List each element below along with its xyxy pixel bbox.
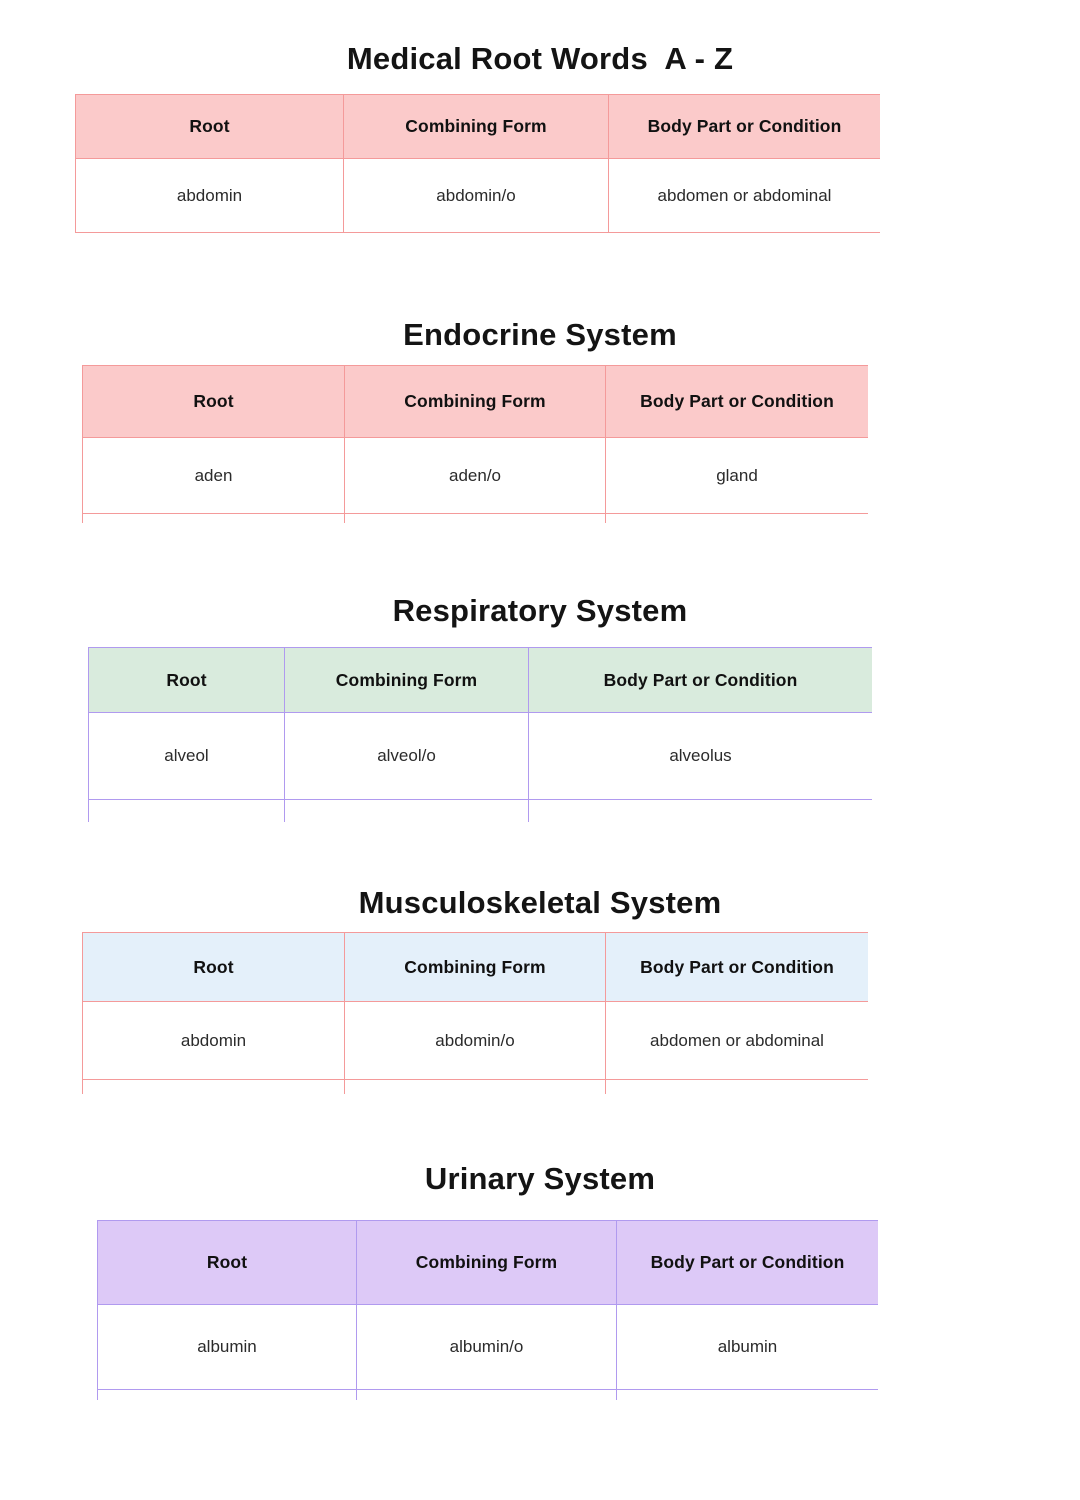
table-row-partial: [82, 513, 868, 523]
cell-root-partial: [82, 513, 345, 523]
table-clip-medical-root-words: Root Combining Form Body Part or Conditi…: [75, 94, 880, 274]
column-header-body-part: Body Part or Condition: [616, 1220, 878, 1305]
column-header-root: Root: [82, 932, 345, 1002]
table-row-partial: [88, 799, 872, 822]
cell-body-part: gland: [605, 437, 868, 514]
cell-combining-form-partial: [344, 513, 606, 523]
column-header-root: Root: [82, 365, 345, 438]
section-musculoskeletal-system: Musculoskeletal System Root Combining Fo…: [0, 885, 1080, 1094]
table-urinary-system: Root Combining Form Body Part or Conditi…: [97, 1220, 878, 1400]
cell-root-partial: [97, 1389, 357, 1400]
column-header-combining-form: Combining Form: [356, 1220, 617, 1305]
cell-root: aden: [82, 437, 345, 514]
column-header-body-part: Body Part or Condition: [608, 94, 880, 159]
cell-combining-form-partial: [284, 799, 529, 822]
cell-body-part: albumin: [616, 1304, 878, 1390]
column-header-body-part: Body Part or Condition: [528, 647, 872, 713]
table-endocrine-system: Root Combining Form Body Part or Conditi…: [82, 365, 868, 523]
cell-combining-form: alveol/o: [284, 712, 529, 800]
section-endocrine-system: Endocrine System Root Combining Form Bod…: [0, 317, 1080, 523]
table-row-partial: [82, 1079, 868, 1094]
cell-body-part-partial: [605, 513, 868, 523]
section-medical-root-words: Medical Root Words A - Z Root Combining …: [0, 41, 1080, 233]
section-respiratory-system: Respiratory System Root Combining Form B…: [0, 593, 1080, 822]
table-clip-urinary-system: Root Combining Form Body Part or Conditi…: [97, 1220, 878, 1400]
table-musculoskeletal-system: Root Combining Form Body Part or Conditi…: [82, 932, 868, 1094]
section-title-urinary: Urinary System: [424, 1161, 656, 1196]
table-row-partial: [97, 1389, 878, 1400]
column-header-combining-form: Combining Form: [284, 647, 529, 713]
cell-root-partial: [88, 799, 285, 822]
cell-body-part: alveolus: [528, 712, 872, 800]
table-header-row: Root Combining Form Body Part or Conditi…: [82, 932, 868, 1002]
section-title-musculoskeletal: Musculoskeletal System: [358, 885, 722, 920]
column-header-combining-form: Combining Form: [344, 932, 606, 1002]
table-clip-musculoskeletal-system: Root Combining Form Body Part or Conditi…: [82, 932, 868, 1094]
cell-body-part: abdomen or abdominal: [605, 1001, 868, 1080]
table-row: aden aden/o gland: [82, 437, 868, 514]
cell-body-part: abdomen or abdominal: [608, 158, 880, 233]
column-header-root: Root: [88, 647, 285, 713]
cell-body-part-partial: [528, 799, 872, 822]
cell-body-part-partial: [605, 1079, 868, 1094]
table-row: abdomin abdomin/o abdomen or abdominal: [82, 1001, 868, 1080]
table-clip-respiratory-system: Root Combining Form Body Part or Conditi…: [88, 647, 872, 822]
cell-combining-form: abdomin/o: [343, 158, 609, 233]
table-header-row: Root Combining Form Body Part or Conditi…: [82, 365, 868, 438]
cell-combining-form-partial: [356, 1389, 617, 1400]
cell-combining-form: aden/o: [344, 437, 606, 514]
column-header-root: Root: [75, 94, 344, 159]
column-header-combining-form: Combining Form: [344, 365, 606, 438]
table-clip-endocrine-system: Root Combining Form Body Part or Conditi…: [82, 365, 868, 523]
cell-root-partial: [82, 1079, 345, 1094]
column-header-combining-form: Combining Form: [343, 94, 609, 159]
page-title: Medical Root Words A - Z: [346, 41, 734, 76]
table-medical-root-words: Root Combining Form Body Part or Conditi…: [75, 94, 880, 233]
cell-combining-form: abdomin/o: [344, 1001, 606, 1080]
table-row: albumin albumin/o albumin: [97, 1304, 878, 1390]
column-header-body-part: Body Part or Condition: [605, 932, 868, 1002]
section-urinary-system: Urinary System Root Combining Form Body …: [0, 1161, 1080, 1400]
table-header-row: Root Combining Form Body Part or Conditi…: [75, 94, 880, 159]
table-header-row: Root Combining Form Body Part or Conditi…: [88, 647, 872, 713]
cell-root: abdomin: [82, 1001, 345, 1080]
cell-root: alveol: [88, 712, 285, 800]
section-title-endocrine: Endocrine System: [403, 317, 677, 352]
table-respiratory-system: Root Combining Form Body Part or Conditi…: [88, 647, 872, 822]
cell-combining-form-partial: [344, 1079, 606, 1094]
cell-root: albumin: [97, 1304, 357, 1390]
cell-body-part-partial: [616, 1389, 878, 1400]
section-title-respiratory: Respiratory System: [392, 593, 688, 628]
column-header-body-part: Body Part or Condition: [605, 365, 868, 438]
cell-root: abdomin: [75, 158, 344, 233]
table-header-row: Root Combining Form Body Part or Conditi…: [97, 1220, 878, 1305]
column-header-root: Root: [97, 1220, 357, 1305]
table-row: abdomin abdomin/o abdomen or abdominal: [75, 158, 880, 233]
table-row: alveol alveol/o alveolus: [88, 712, 872, 800]
cell-combining-form: albumin/o: [356, 1304, 617, 1390]
